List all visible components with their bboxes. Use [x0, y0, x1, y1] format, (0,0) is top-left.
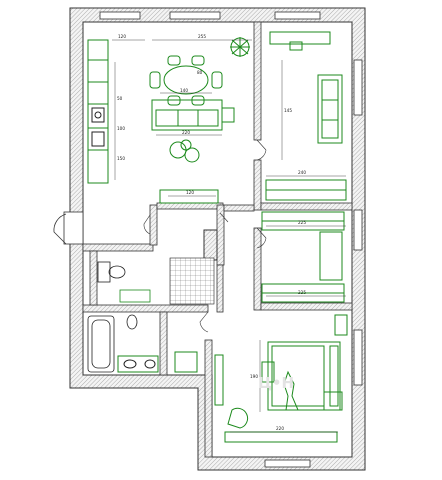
interior-doors[interactable]: [143, 139, 267, 333]
bathtub: [87, 314, 138, 373]
dim-hall-top: 120: [186, 190, 194, 195]
dimension-lines: [112, 39, 346, 433]
bedroom-1-furniture: [214, 314, 348, 443]
sofa: [151, 99, 235, 131]
kitchen-counter: [87, 39, 109, 184]
watermark: Ц•Н: [258, 374, 294, 392]
dimension-labels: 120 255 140 80 220 145 240 120 225 225 1…: [117, 34, 306, 431]
interior-walls: [82, 21, 353, 458]
dim-bed2-depth: 145: [284, 108, 292, 113]
windows: [99, 11, 363, 468]
coffee-table: [169, 139, 200, 163]
dim-side-b: 100: [117, 126, 125, 131]
dim-living-width: 255: [198, 34, 206, 39]
vanity: [117, 351, 198, 373]
dim-bed1-depth: 190: [250, 374, 258, 379]
dim-storage-bottom: 225: [298, 290, 306, 295]
dim-wardrobe-row: 225: [298, 220, 306, 225]
dim-table-width: 140: [180, 88, 188, 93]
dim-side-c: 150: [117, 156, 125, 161]
dim-sofa-width: 220: [182, 130, 190, 135]
dim-bed1-width: 220: [276, 426, 284, 431]
plant: [230, 37, 250, 57]
entrance-door[interactable]: [53, 211, 84, 245]
hall-furniture: [159, 189, 219, 261]
wardrobe: [261, 211, 345, 303]
dim-table-length: 80: [197, 70, 203, 75]
dim-side-a: 50: [117, 96, 123, 101]
dining-table: [149, 55, 223, 106]
dim-kitchen-top: 120: [118, 34, 126, 39]
shower: [169, 257, 215, 305]
bedroom-2-furniture: [265, 31, 347, 201]
toilet-1: [97, 261, 151, 303]
dim-bed2-width: 240: [298, 170, 306, 175]
